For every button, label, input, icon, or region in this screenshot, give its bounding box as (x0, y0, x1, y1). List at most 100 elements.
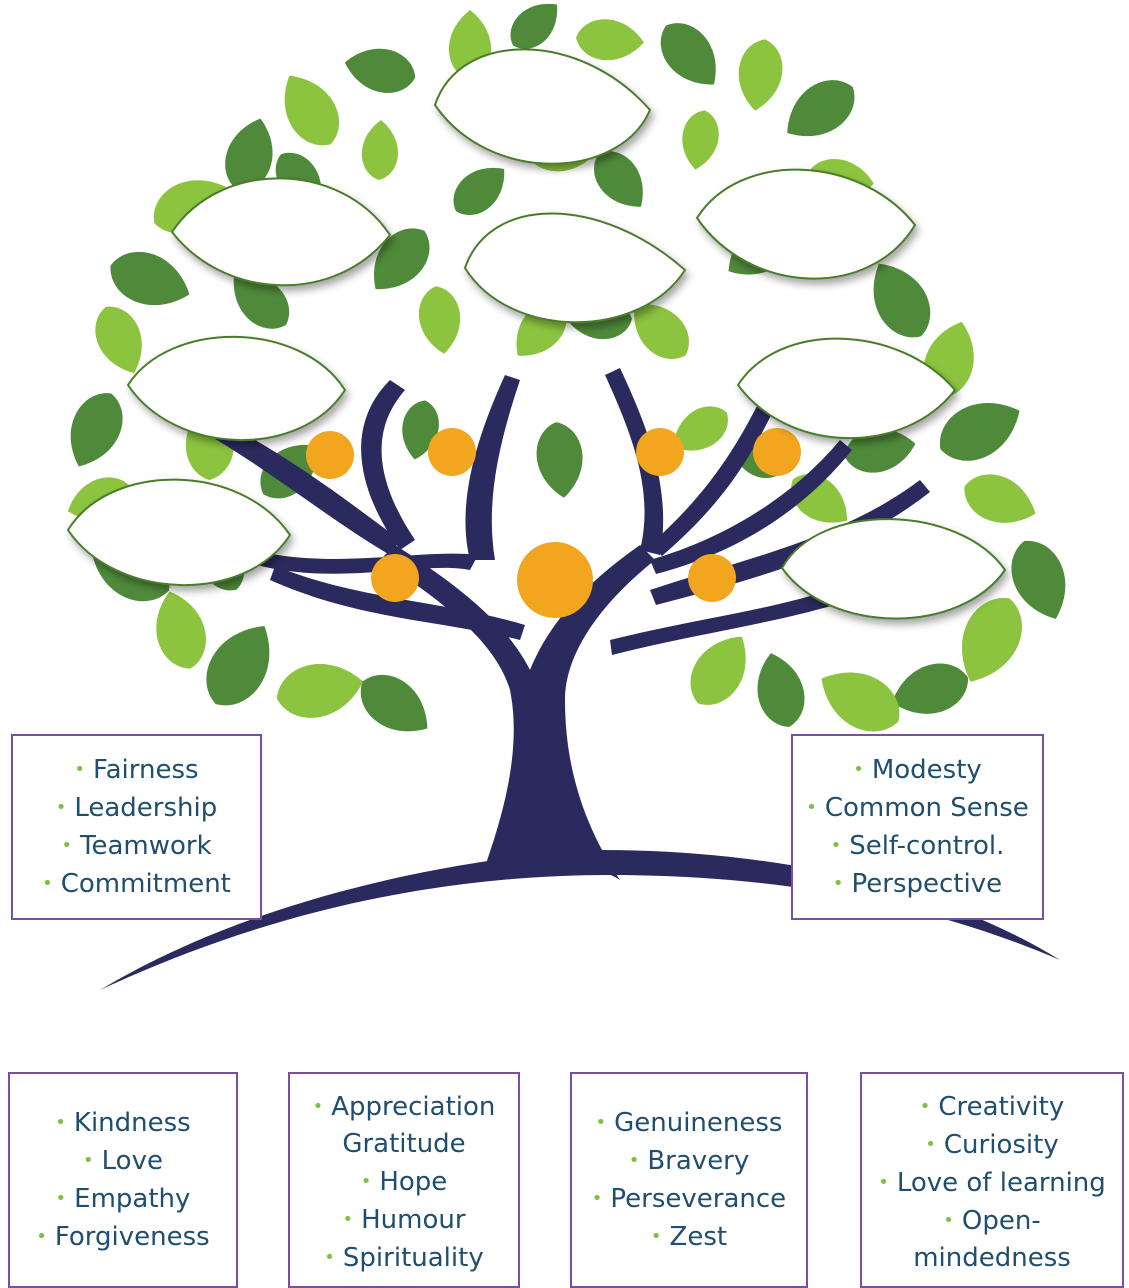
leaf (594, 151, 643, 207)
leaf (276, 664, 364, 718)
value-item: •Perspective (832, 869, 1003, 899)
value-item: •Modesty (853, 755, 982, 785)
value-item: •Love of learning (878, 1167, 1106, 1198)
bullet-icon: • (55, 1112, 66, 1133)
white-leaf-mid-right (736, 337, 957, 440)
bullet-icon: • (806, 797, 817, 818)
leaf (757, 653, 805, 727)
leaf (536, 422, 583, 498)
value-item: •Open-mindedness (913, 1205, 1071, 1273)
leaf (206, 625, 270, 706)
value-item: •Empathy (55, 1184, 191, 1214)
leaf (961, 597, 1022, 682)
bullet-icon: • (628, 1150, 640, 1171)
fruit (688, 554, 736, 602)
leaf (344, 48, 416, 93)
leaf (360, 674, 428, 732)
leaf (361, 120, 398, 180)
value-item: •Forgiveness (36, 1222, 210, 1252)
white-leaf-top (433, 48, 652, 165)
leaf (374, 228, 430, 290)
bullet-icon: • (650, 1226, 662, 1247)
bullet-icon: • (853, 759, 864, 780)
value-item: •Leadership (55, 793, 218, 823)
value-item: •Kindness (55, 1108, 191, 1138)
value-item: •Hope (360, 1166, 448, 1197)
fruit (306, 431, 354, 479)
leaf (110, 251, 190, 306)
bullet-icon: • (830, 835, 842, 856)
bullet-icon: • (919, 1095, 931, 1117)
bullet-icon: • (55, 797, 67, 818)
leaf (453, 167, 505, 216)
leaf (939, 402, 1020, 461)
bullet-icon: • (74, 759, 86, 780)
bullet-icon: • (943, 1209, 954, 1231)
leaf (738, 39, 783, 111)
leaf (682, 110, 719, 170)
value-item: •Love (83, 1146, 163, 1176)
bullet-icon: • (36, 1226, 47, 1247)
values-box-kindness: •Kindness •Love •Empathy •Forgiveness (8, 1072, 238, 1288)
bullet-icon: • (360, 1170, 372, 1192)
value-item: •Self-control. (830, 831, 1005, 861)
value-item: •Genuineness (595, 1108, 783, 1138)
values-box-creativity: •Creativity •Curiosity •Love of learning… (860, 1072, 1124, 1288)
fruits (306, 428, 801, 618)
value-item: •Teamwork (61, 831, 212, 861)
leaf (510, 3, 557, 49)
bullet-icon: • (832, 873, 844, 894)
white-leaf-lower-right (780, 518, 1007, 620)
white-leaves (66, 48, 1007, 620)
value-item: •Creativity (919, 1091, 1065, 1122)
values-box-genuineness: •Genuineness •Bravery •Perseverance •Zes… (570, 1072, 808, 1288)
white-leaf-center (463, 212, 687, 324)
values-box-modesty: •Modesty •Common Sense •Self-control. •P… (791, 734, 1044, 920)
fruit (636, 428, 684, 476)
bullet-icon: • (61, 835, 72, 856)
bullet-icon: • (83, 1150, 94, 1171)
leaf (891, 663, 969, 714)
leaf (70, 393, 123, 467)
leaf (690, 636, 746, 705)
value-item: •Common Sense (806, 793, 1029, 823)
bullet-icon: • (55, 1188, 67, 1209)
white-leaf-mid-left (126, 335, 347, 441)
bullet-icon: • (324, 1246, 335, 1268)
leaf (673, 406, 728, 451)
leaf (1011, 541, 1066, 619)
value-item: •Curiosity (925, 1129, 1059, 1160)
value-item: •Perseverance (591, 1184, 787, 1214)
bullet-icon: • (312, 1095, 324, 1117)
leaf (418, 286, 460, 354)
value-item: •Commitment (42, 869, 231, 899)
values-box-appreciation: •Appreciation Gratitude •Hope •Humour •S… (288, 1072, 520, 1288)
leaf (873, 263, 931, 338)
fruit (517, 542, 593, 618)
leaf (787, 80, 855, 137)
leaf (95, 306, 142, 374)
leaf (660, 23, 716, 85)
white-leaf-lower-left (66, 478, 292, 586)
values-box-fairness: •Fairness •Leadership •Teamwork •Commitm… (11, 734, 262, 920)
value-item: •Spirituality (324, 1242, 484, 1273)
value-item: •Zest (650, 1222, 728, 1252)
white-leaf-upper-left (170, 177, 392, 287)
bullet-icon: • (591, 1188, 603, 1209)
leaf (634, 304, 689, 359)
value-item: •Appreciation Gratitude (312, 1091, 496, 1159)
fruit (428, 428, 476, 476)
leaf (233, 274, 290, 329)
bullet-icon: • (595, 1112, 607, 1133)
fruit (371, 554, 419, 602)
leaf (284, 75, 340, 146)
bullet-icon: • (42, 873, 53, 894)
leaf (576, 19, 644, 61)
value-item: •Fairness (74, 755, 199, 785)
leaf (821, 672, 900, 732)
leaf (964, 474, 1036, 523)
tree-trunk (200, 368, 930, 880)
white-leaf-upper-right (695, 168, 917, 280)
value-item: •Bravery (628, 1146, 750, 1176)
